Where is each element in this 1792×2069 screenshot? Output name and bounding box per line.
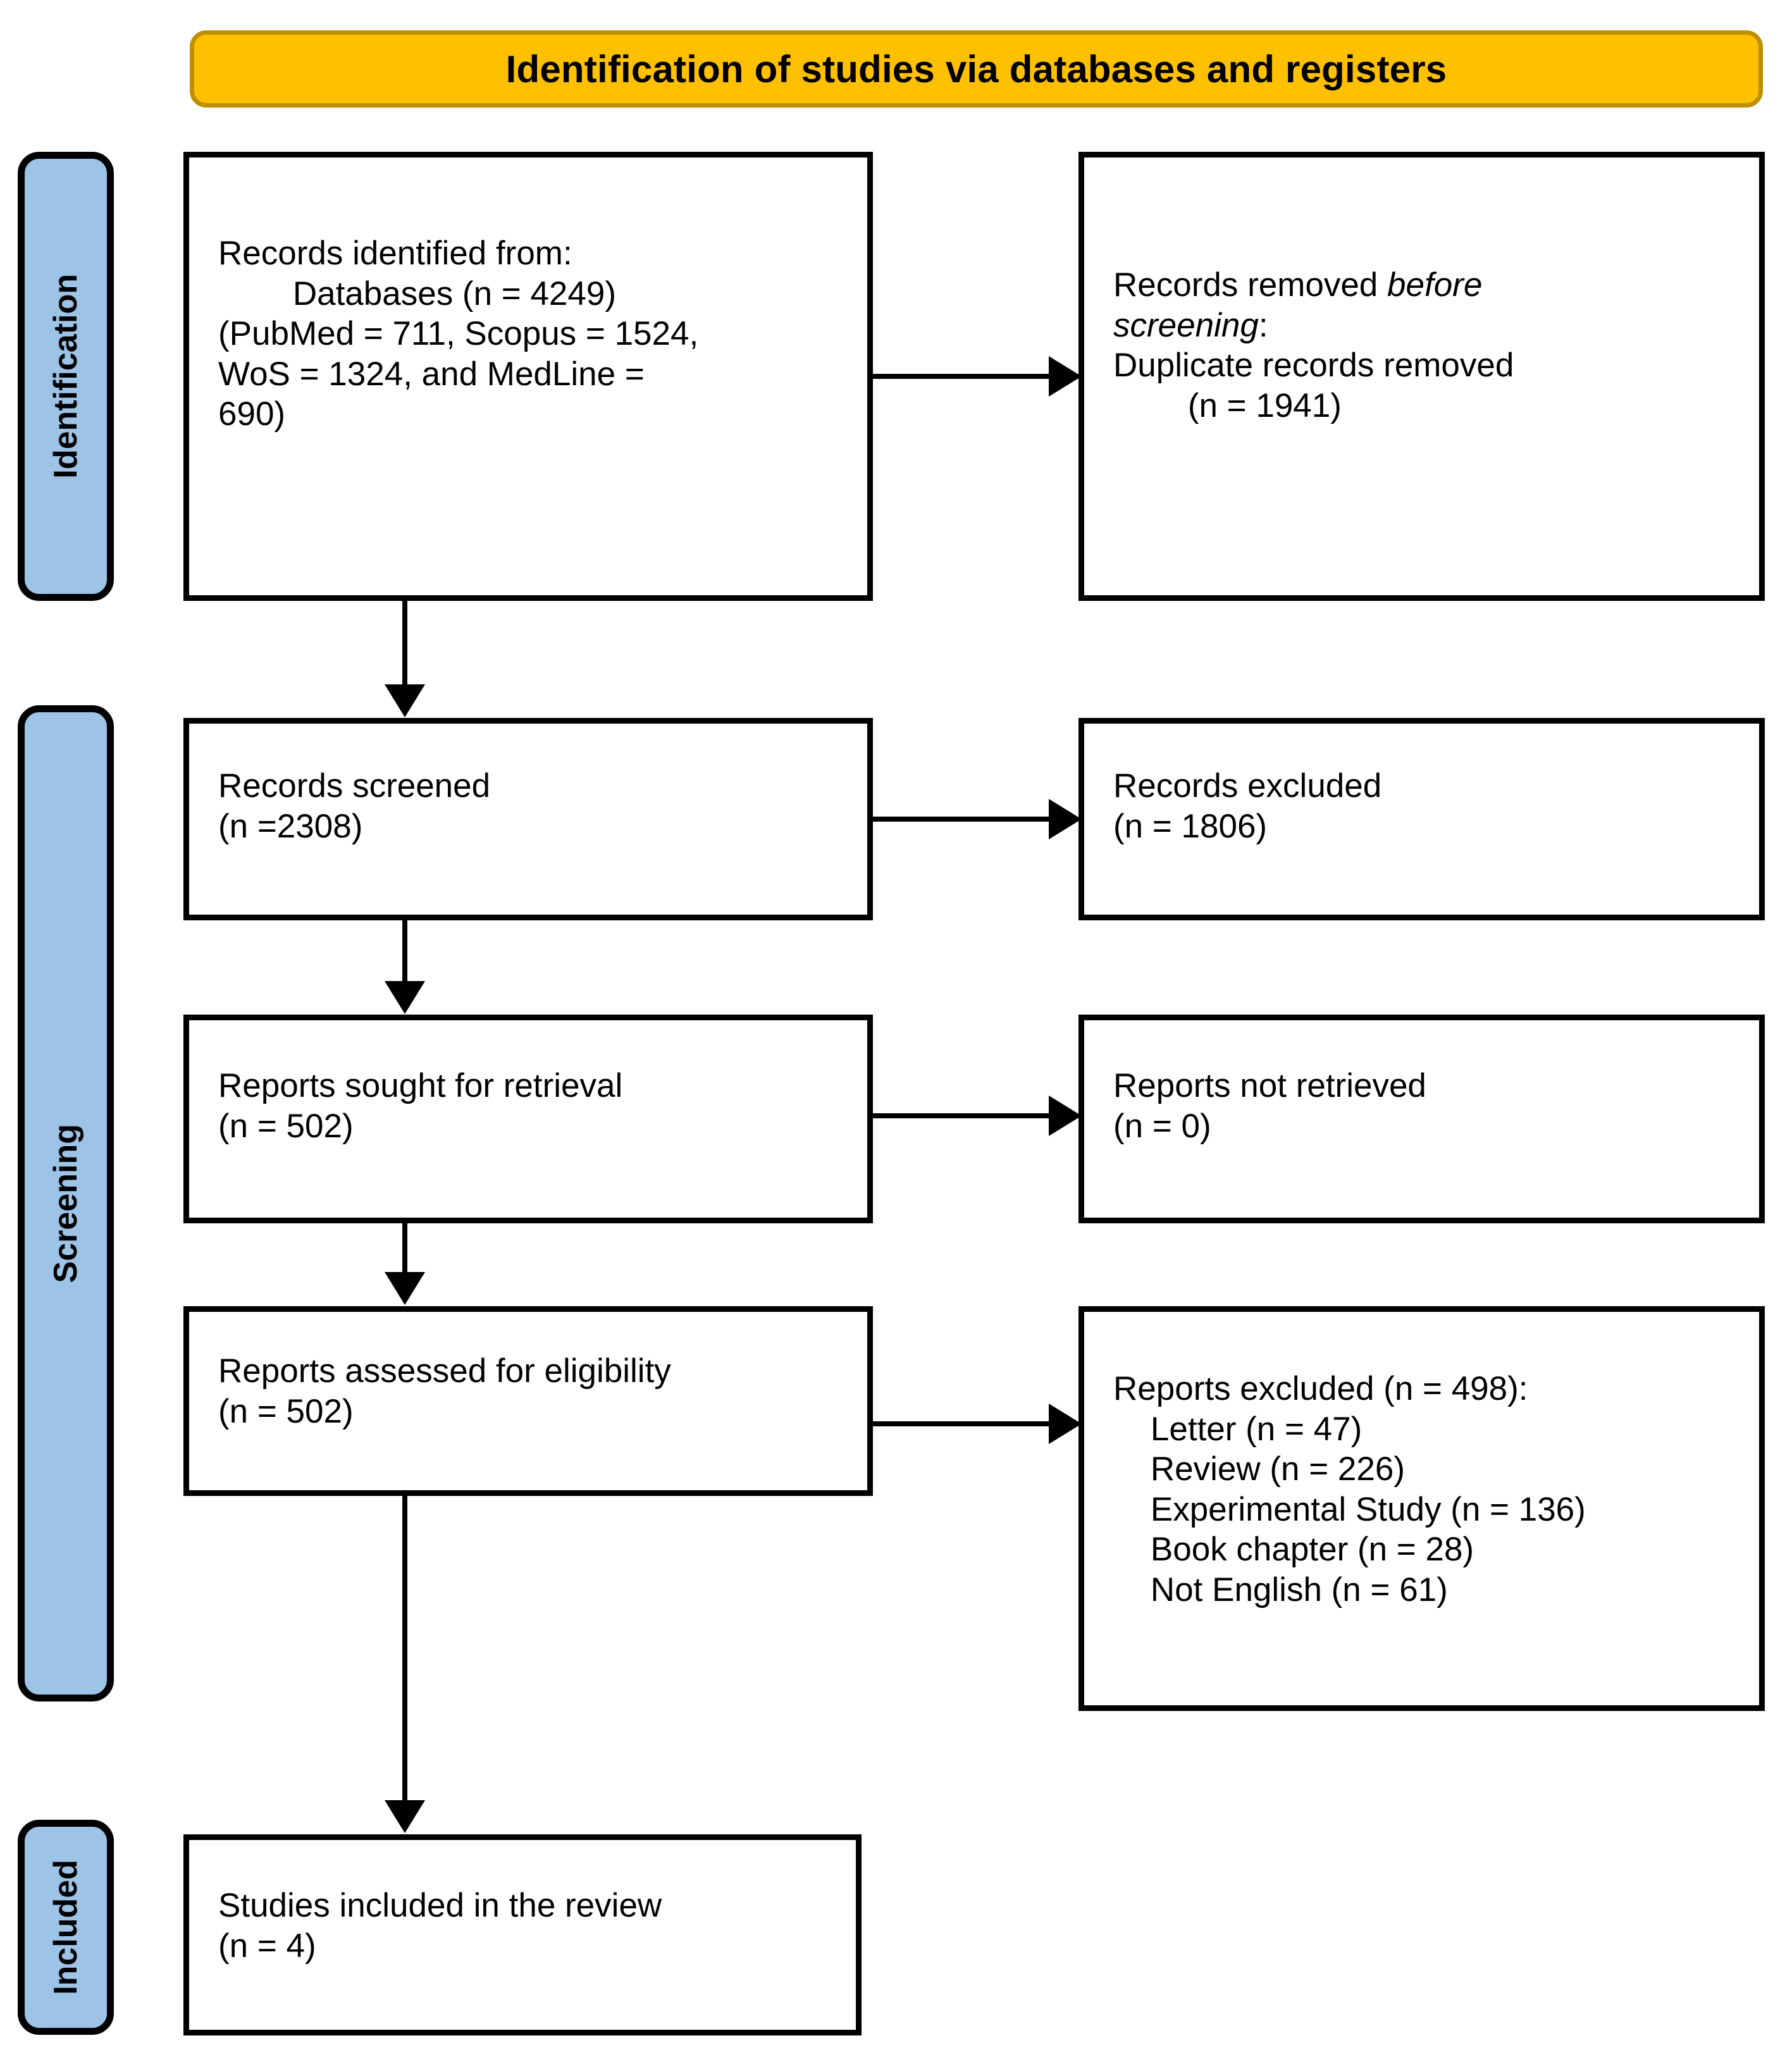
connector-line	[873, 1421, 1051, 1426]
line-2: Letter (n = 47)	[1113, 1410, 1363, 1448]
arrow-right-icon	[1049, 1096, 1082, 1136]
box-records-screened-text: Records screened(n =2308)	[218, 766, 850, 846]
box-reports-sought-text: Reports sought for retrieval(n = 502)	[218, 1066, 850, 1146]
line-1: Records identified from:	[218, 235, 572, 272]
connector-line	[873, 1113, 1051, 1118]
header-banner: Identification of studies via databases …	[190, 30, 1763, 108]
arrow-right-icon	[1049, 1404, 1082, 1444]
line-2: (n = 4)	[218, 1927, 316, 1965]
arrow-right-icon	[1049, 799, 1082, 839]
box-reports-assessed-text: Reports assessed for eligibility(n = 502…	[218, 1351, 850, 1431]
connector-line	[402, 920, 407, 982]
arrow-down-icon	[385, 684, 425, 717]
line-2: (n = 502)	[218, 1107, 354, 1145]
stage-label-identification: Identification	[18, 152, 114, 601]
line-6: Not English (n = 61)	[1113, 1571, 1448, 1609]
line-3: Review (n = 226)	[1113, 1450, 1406, 1488]
stage-label-identification-text: Identification	[47, 274, 84, 479]
line-1: Reports not retrieved	[1113, 1067, 1426, 1104]
box-records-excluded-text: Records excluded(n = 1806)	[1113, 766, 1741, 846]
line-2: Databases (n = 4249)	[218, 275, 616, 312]
connector-line	[402, 1223, 407, 1273]
stage-label-included-text: Included	[47, 1860, 84, 1995]
stage-label-screening-text: Screening	[47, 1123, 84, 1283]
box-records-identified-text: Records identified from: Databases (n = …	[218, 233, 850, 435]
box-records-excluded: Records excluded(n = 1806)	[1078, 718, 1765, 920]
box-records-removed-before-screening: Records removed before screening:Duplicat…	[1078, 152, 1765, 601]
line-1-italic: before	[1387, 266, 1483, 304]
box-reports-excluded-with-reasons: Reports excluded (n = 498): Letter (n = …	[1078, 1306, 1765, 1711]
line-3: (PubMed = 711, Scopus = 1524,	[218, 315, 699, 353]
connector-line	[873, 817, 1051, 822]
arrow-down-icon	[385, 1272, 425, 1305]
box-reports-excluded-list-text: Reports excluded (n = 498): Letter (n = …	[1113, 1369, 1741, 1610]
header-title: Identification of studies via databases …	[505, 47, 1447, 90]
line-1: Reports sought for retrieval	[218, 1067, 623, 1104]
line-5: 690)	[218, 395, 286, 433]
box-records-removed-text: Records removed before screening:Duplicat…	[1113, 265, 1741, 426]
arrow-right-icon	[1049, 356, 1082, 397]
line-1: Studies included in the review	[218, 1887, 662, 1924]
line-2: (n = 502)	[218, 1392, 354, 1430]
connector-line	[402, 1496, 407, 1801]
line-4: WoS = 1324, and MedLine =	[218, 355, 645, 393]
box-reports-sought-for-retrieval: Reports sought for retrieval(n = 502)	[183, 1015, 873, 1223]
line-4: Experimental Study (n = 136)	[1113, 1490, 1586, 1528]
line-4: (n = 1941)	[1113, 386, 1342, 424]
line-1: Reports assessed for eligibility	[218, 1352, 671, 1390]
box-studies-included-text: Studies included in the review(n = 4)	[218, 1886, 838, 1966]
stage-label-screening: Screening	[18, 705, 114, 1702]
connector-line	[402, 601, 407, 686]
line-5: Book chapter (n = 28)	[1113, 1531, 1474, 1569]
box-records-identified: Records identified from: Databases (n = …	[183, 152, 873, 601]
box-records-screened: Records screened(n =2308)	[183, 718, 873, 920]
line-2: (n = 1806)	[1113, 807, 1268, 845]
line-2-italic: screening	[1113, 306, 1259, 344]
line-1-prefix: Records removed	[1113, 266, 1388, 304]
line-2: (n =2308)	[218, 807, 363, 845]
box-reports-assessed-for-eligibility: Reports assessed for eligibility(n = 502…	[183, 1306, 873, 1496]
box-studies-included-in-review: Studies included in the review(n = 4)	[183, 1834, 862, 2035]
line-2-suffix: :	[1258, 306, 1268, 344]
arrow-down-icon	[385, 981, 425, 1014]
line-3: Duplicate records removed	[1113, 347, 1514, 385]
stage-label-included: Included	[18, 1820, 114, 2035]
box-reports-not-retrieved-text: Reports not retrieved(n = 0)	[1113, 1066, 1741, 1146]
line-1: Records excluded	[1113, 767, 1382, 805]
line-1: Records screened	[218, 767, 491, 805]
arrow-down-icon	[385, 1800, 425, 1833]
line-2: (n = 0)	[1113, 1107, 1211, 1145]
line-1: Reports excluded (n = 498):	[1113, 1370, 1528, 1407]
box-reports-not-retrieved: Reports not retrieved(n = 0)	[1078, 1015, 1765, 1223]
connector-line	[873, 374, 1051, 379]
